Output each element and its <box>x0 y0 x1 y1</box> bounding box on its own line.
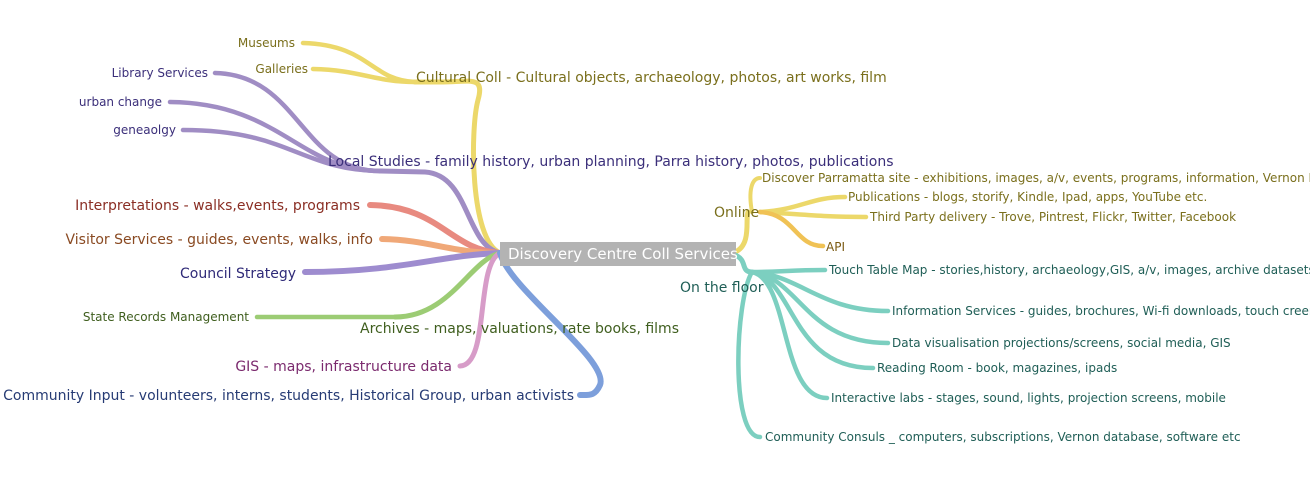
link-discover <box>748 176 762 214</box>
data-visualisation-label[interactable]: Data visualisation projections/screens, … <box>892 336 1231 350</box>
visitor-services-label[interactable]: Visitor Services - guides, events, walks… <box>66 232 373 248</box>
api-label[interactable]: API <box>826 240 845 254</box>
galleries-label[interactable]: Galleries <box>255 62 308 76</box>
community-consuls-label[interactable]: Community Consuls _ computers, subscript… <box>765 430 1241 444</box>
archives-label[interactable]: Archives - maps, valuations, rate books,… <box>360 321 679 337</box>
gis-label[interactable]: GIS - maps, infrastructure data <box>235 359 452 375</box>
branch-community <box>497 250 604 399</box>
reading-room-label[interactable]: Reading Room - book, magazines, ipads <box>877 361 1117 375</box>
central-node[interactable]: Discovery Centre Coll Services <box>500 242 738 266</box>
branch-council <box>302 250 503 275</box>
library-services-label[interactable]: Library Services <box>112 66 208 80</box>
branch-online <box>732 209 751 255</box>
discover-parramatta-label[interactable]: Discover Parramatta site - exhibitions, … <box>762 171 1310 185</box>
branch-local-studies <box>377 168 503 256</box>
interpretations-label[interactable]: Interpretations - walks,events, programs <box>75 198 360 214</box>
branch-floor <box>732 252 755 275</box>
cultural-coll-label[interactable]: Cultural Coll - Cultural objects, archae… <box>416 70 887 86</box>
geneaolgy-label[interactable]: geneaolgy <box>113 123 176 137</box>
link-community-consuls <box>736 269 763 440</box>
branch-cultural <box>437 78 503 256</box>
museums-label[interactable]: Museums <box>238 36 295 50</box>
on-the-floor-label[interactable]: On the floor <box>680 280 764 296</box>
touch-table-label[interactable]: Touch Table Map - stories,history, archa… <box>828 263 1310 277</box>
link-geneaolgy <box>180 127 383 174</box>
third-party-label[interactable]: Third Party delivery - Trove, Pintrest, … <box>869 210 1236 224</box>
link-interactive-labs <box>749 269 830 401</box>
branch-archives <box>392 250 503 320</box>
link-data-vis <box>749 269 891 346</box>
link-publications <box>757 194 848 215</box>
branch-gis <box>457 250 503 369</box>
urban-change-label[interactable]: urban change <box>79 95 162 109</box>
online-label[interactable]: Online <box>714 205 759 221</box>
publications-label[interactable]: Publications - blogs, storify, Kindle, I… <box>848 190 1207 204</box>
link-galleries <box>310 66 418 85</box>
central-node-label: Discovery Centre Coll Services <box>508 245 738 263</box>
local-studies-label[interactable]: Local Studies - family history, urban pl… <box>328 154 894 170</box>
link-api <box>757 209 826 249</box>
community-input-label[interactable]: Community Input - volunteers, interns, s… <box>3 388 574 404</box>
information-services-label[interactable]: Information Services - guides, brochures… <box>892 304 1310 318</box>
interactive-labs-label[interactable]: Interactive labs - stages, sound, lights… <box>831 391 1226 405</box>
state-records-label[interactable]: State Records Management <box>83 310 249 324</box>
council-strategy-label[interactable]: Council Strategy <box>180 266 296 282</box>
